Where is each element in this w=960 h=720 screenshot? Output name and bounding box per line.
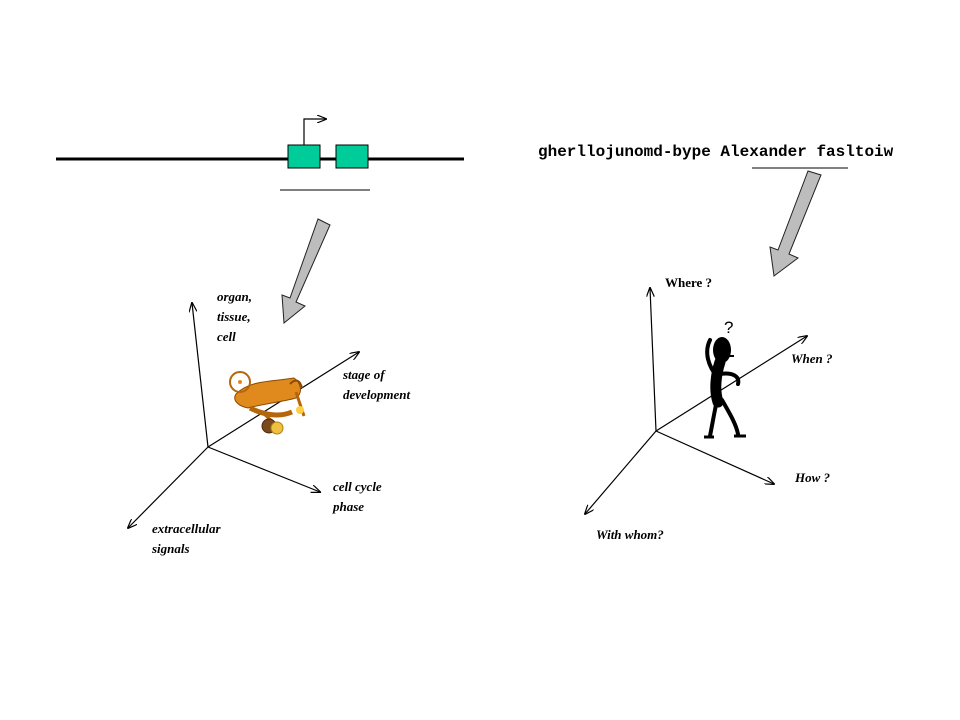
thinking-figure-image	[704, 337, 746, 439]
exon-box-2	[335, 144, 369, 169]
sequence-text: gherllojunomd-bype Alexander fasltoiw	[538, 143, 894, 161]
grey-arrow-left	[281, 218, 331, 324]
exon-box-1	[287, 144, 321, 169]
axis-label-when: When ?	[791, 351, 833, 366]
right-axes	[585, 288, 807, 514]
question-mark-icon: ?	[724, 318, 734, 337]
protein-molecule-image	[229, 371, 306, 435]
axis-label-cell-cycle: cell cycle phase	[333, 479, 382, 514]
axis-label-how: How ?	[795, 470, 831, 485]
transcription-start-arrow	[303, 119, 326, 145]
axis-label-stage: stage of development	[343, 367, 411, 402]
axis-label-organ: organ, tissue, cell	[217, 289, 253, 344]
axis-label-with-whom: With whom?	[596, 527, 664, 542]
axis-label-where: Where ?	[665, 275, 713, 290]
grey-arrow-right	[769, 170, 822, 277]
axis-label-extracellular: extracellular signals	[152, 521, 221, 556]
